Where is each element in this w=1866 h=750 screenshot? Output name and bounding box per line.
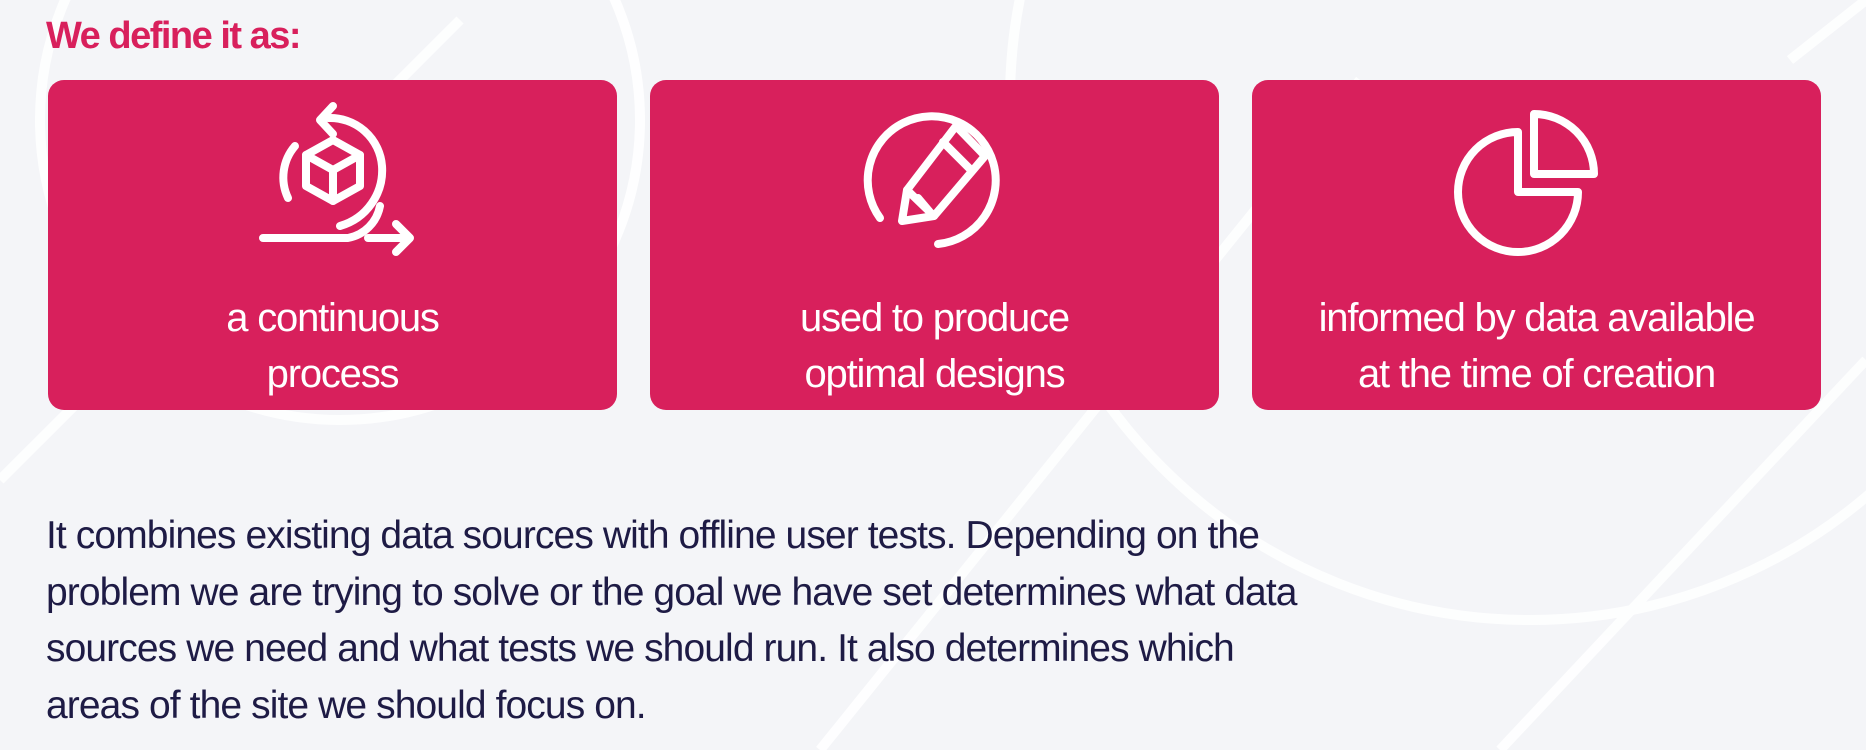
card-label-line: informed by data available xyxy=(1318,296,1756,340)
card-data-informed: informed by data available at the time o… xyxy=(1252,80,1821,410)
card-label: a continuous process xyxy=(226,290,440,402)
pencil-circle-icon xyxy=(863,112,1000,248)
paragraph-line: sources we need and what tests we should… xyxy=(46,627,1235,670)
definition-cards: a continuous process used to produce opt… xyxy=(48,80,1821,410)
paragraph-line: It combines existing data sources with o… xyxy=(46,514,1260,557)
card-continuous-process: a continuous process xyxy=(48,80,617,410)
paragraph-line: problem we are trying to solve or the go… xyxy=(46,570,1297,614)
continuous-process-icon xyxy=(258,102,414,256)
paragraph-line: areas of the site we should focus on. xyxy=(46,683,647,727)
pie-chart-icon xyxy=(1453,110,1598,256)
section-heading: We define it as: xyxy=(46,15,302,57)
card-label-line: used to produce xyxy=(800,296,1070,340)
card-optimal-designs: used to produce optimal designs xyxy=(650,80,1219,410)
description-paragraph: It combines existing data sources with o… xyxy=(46,508,1526,734)
card-label: informed by data available at the time o… xyxy=(1318,290,1756,402)
card-label-line: at the time of creation xyxy=(1357,352,1716,396)
card-label: used to produce optimal designs xyxy=(800,290,1070,402)
card-label-line: optimal designs xyxy=(804,352,1066,396)
card-label-line: process xyxy=(266,352,400,396)
card-label-line: a continuous xyxy=(226,296,440,340)
